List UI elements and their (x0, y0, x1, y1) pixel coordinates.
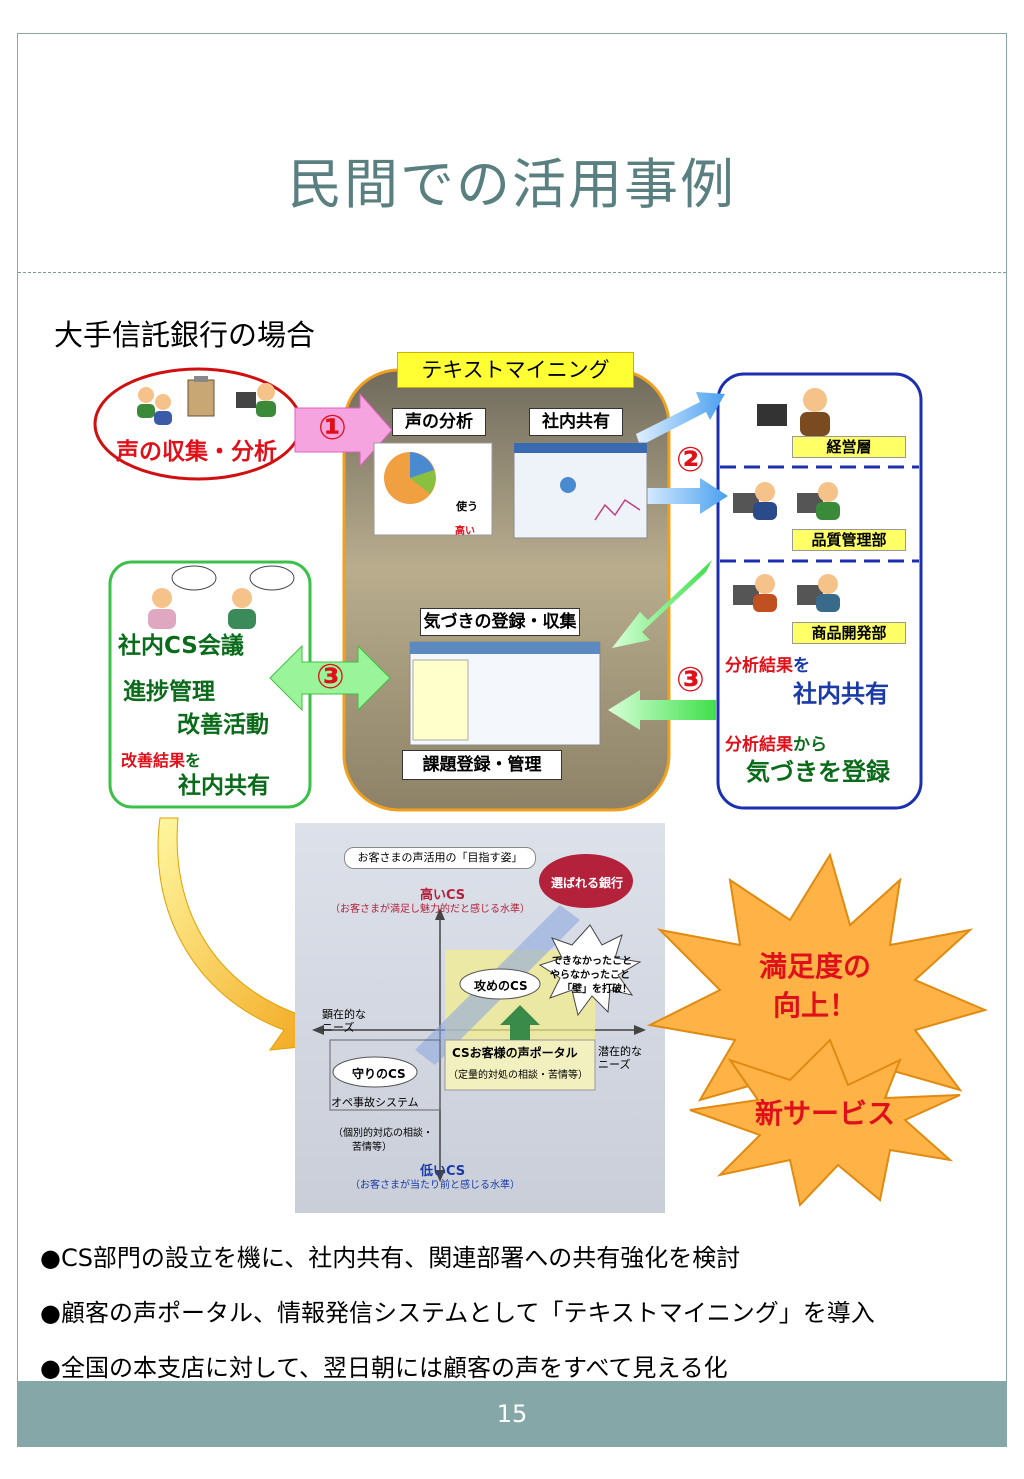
latent-needs-1: 潜在的な (598, 1045, 642, 1058)
issue-manage-label: 課題登録・管理 (402, 750, 562, 780)
bullet-1: ●CS部門の設立を機に、社内共有、関連部署への共有強化を検討 (40, 1244, 741, 1272)
low-cs: 低いCS (420, 1164, 466, 1179)
satisfaction-line2: 向上！ (772, 989, 857, 1022)
role-quality: 品質管理部 (792, 529, 906, 551)
people-icons (137, 376, 840, 629)
chosen-bank: 選ばれる銀行 (550, 876, 623, 890)
burst-line1: できなかったこと (552, 956, 632, 967)
awareness-register-label: 気づきの登録・収集 (420, 608, 580, 636)
explicit-needs-2: ニーズ (322, 1021, 355, 1034)
voice-analysis-label: 声の分析 (392, 408, 486, 436)
right-text-a3: 社内共有 (793, 680, 889, 708)
explicit-needs-1: 顕在的な (322, 1008, 366, 1021)
high-cs: 高いCS (420, 888, 466, 903)
step2-arrow-right (640, 478, 728, 514)
right-text-a: 分析結果を (725, 656, 810, 676)
step3-left-number: ③ (316, 657, 345, 697)
role-management: 経営層 (792, 436, 906, 458)
burst-line2: やらなかったこと (550, 970, 630, 981)
screen-word-high: 高い (455, 526, 475, 537)
satisfaction-line1: 満足度の (758, 950, 871, 983)
step1-number: ① (318, 408, 347, 448)
step3-arrow-left (608, 690, 716, 730)
slide-title: 民間での活用事例 (288, 153, 736, 216)
role-product: 商品開発部 (792, 622, 906, 644)
offense-cs: 攻めのCS (474, 979, 528, 993)
step3-arrow-diag (612, 560, 712, 648)
cs-meeting-text: 社内CS会議 (118, 633, 244, 659)
title-divider (18, 272, 1006, 273)
page-number: 15 (496, 1400, 528, 1428)
step3-double-arrow (269, 644, 391, 712)
step2-arrow-up (636, 392, 725, 446)
step3-right-number: ③ (676, 660, 705, 700)
progress-text: 進捗管理 (123, 679, 215, 705)
bullet-3: ●全国の本支店に対して、翌日朝には顧客の声をすべて見える化 (40, 1354, 728, 1382)
internal-share-label: 社内共有 (529, 408, 623, 436)
bullet-2: ●顧客の声ポータル、情報発信システムとして「テキストマイニング」を導入 (40, 1299, 875, 1327)
low-cs-note: （お客さまが当たり前と感じる水準） (350, 1180, 520, 1191)
portal-label: CSお客様の声ポータル (452, 1046, 578, 1060)
new-service-burst (689, 1038, 961, 1208)
slide-subtitle: 大手信託銀行の場合 (54, 318, 316, 352)
result-share-text: 社内共有 (178, 773, 270, 799)
right-text-b3: 気づきを登録 (746, 758, 890, 786)
footer-bar (17, 1381, 1007, 1447)
burst-line3: 「壁」を打破！ (562, 984, 632, 995)
defense-cs: 守りのCS (352, 1067, 406, 1081)
collect-analysis-label: 声の収集・分析 (116, 439, 277, 465)
step2-number: ② (676, 440, 705, 480)
ope-note-2: 苦情等） (352, 1142, 392, 1153)
screen-word-use: 使う (456, 500, 478, 513)
right-text-b: 分析結果から (725, 735, 827, 755)
figure-heading: お客さまの声活用の「目指す姿」 (344, 847, 536, 869)
latent-needs-2: ニーズ (598, 1058, 631, 1071)
ope-system: オペ事故システム (331, 1096, 419, 1109)
high-cs-note: （お客さまが満足し魅力的だと感じる水準） (330, 904, 530, 915)
text-mining-label: テキストマイニング (397, 352, 634, 388)
improve-text: 改善活動 (177, 712, 269, 738)
result-text: 改善結果を (121, 751, 202, 770)
new-service: 新サービス (754, 1097, 895, 1130)
portal-note: （定量的対処の相談・苦情等） (448, 1070, 588, 1081)
ope-note-1: （個別的対応の相談・ (333, 1128, 433, 1139)
